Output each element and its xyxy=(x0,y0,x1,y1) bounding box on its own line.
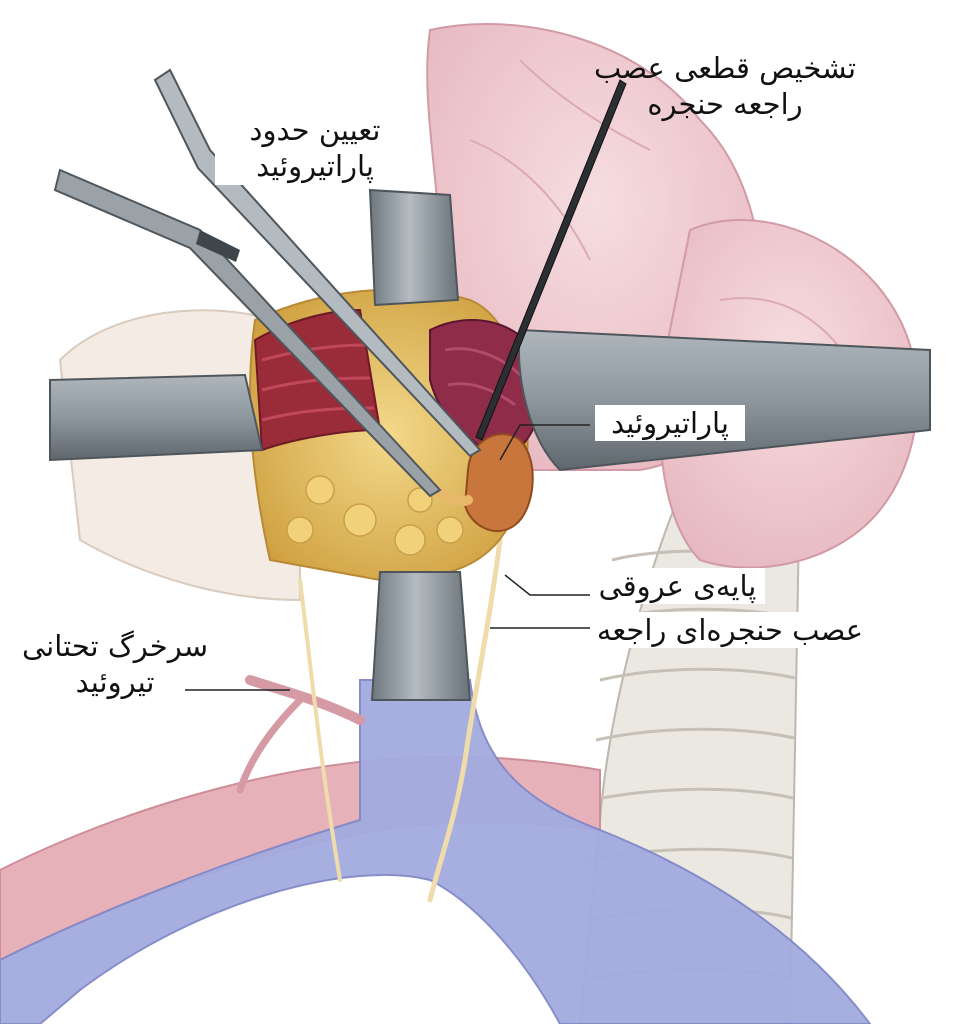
blood-vessels xyxy=(0,675,872,1024)
label-vascular-pedicle: پایه‌ی عروقی xyxy=(590,568,765,605)
leader-lines xyxy=(185,424,590,691)
label-inferior-thyroid-artery: سرخرگ تحتانی تیروئید xyxy=(15,628,215,701)
label-recurrent-laryngeal-nerve: عصب حنجره‌ای راجعه xyxy=(590,612,870,649)
recurrent-laryngeal-nerve xyxy=(427,537,503,903)
label-parathyroid: پاراتیروئید xyxy=(595,405,745,442)
forceps xyxy=(53,68,482,498)
label-line: راجعه حنجره xyxy=(647,87,803,122)
label-nerve-identification: تشخیص قطعی عصب راجعه حنجره xyxy=(590,50,860,123)
label-line: تعیین حدود xyxy=(249,113,381,147)
label-line: تشخیص قطعی عصب xyxy=(593,51,857,85)
label-line: تیروئید xyxy=(75,665,155,700)
vagus-branch xyxy=(298,578,342,882)
label-parathyroid-boundary: تعیین حدود پاراتیروئید xyxy=(215,112,415,185)
label-line: پاراتیروئید xyxy=(256,149,374,184)
label-line: پایه‌ی عروقی xyxy=(598,569,757,603)
label-line: سرخرگ تحتانی xyxy=(21,629,209,663)
label-line: پاراتیروئید xyxy=(611,406,729,440)
nerve-probe xyxy=(475,79,627,441)
label-line: عصب حنجره‌ای راجعه xyxy=(596,613,864,647)
parathyroid-gland xyxy=(463,433,534,532)
